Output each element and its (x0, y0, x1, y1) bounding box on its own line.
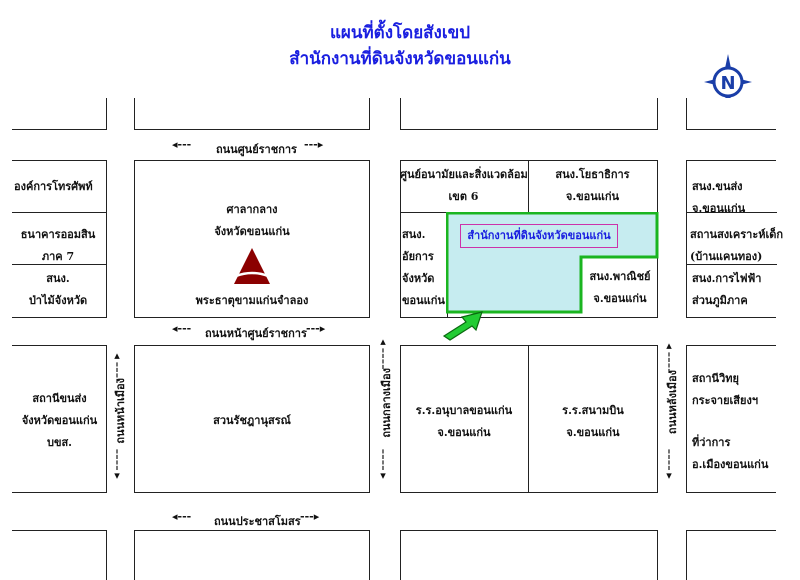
place-district-2: อ.เมืองขอนแก่น (692, 458, 769, 471)
place-district-1: ที่ว่าการ (692, 436, 731, 449)
land-office-label-box (460, 224, 618, 248)
block-left-bottom (12, 345, 107, 493)
place-city-hall-2: จังหวัดขอนแก่น (214, 225, 290, 238)
road-middle-label: ถนนหน้าศูนย์ราชการ (205, 327, 307, 340)
place-transport-2: จ.ขอนแก่น (692, 202, 746, 215)
place-electricity-1: สนง.การไฟฟ้า (692, 272, 762, 285)
block-top-left (12, 98, 107, 130)
place-bus-station-2: จังหวัดขอนแก่น (21, 414, 98, 427)
place-orphanage-2: (บ้านแคนทอง) (690, 250, 763, 263)
compass-letter: N (720, 73, 735, 94)
block-top-center-left (134, 98, 370, 130)
block-bottom-center-left (134, 530, 370, 580)
place-park: สวนรัชฎานุสรณ์ (213, 414, 291, 427)
road-bottom-label: ถนนประชาสโมสร (214, 515, 301, 528)
block-right-bottom (686, 345, 776, 493)
place-public-works-2: จ.ขอนแก่น (565, 190, 620, 203)
location-arrow-icon (442, 311, 483, 341)
road-arrow-left: ◂--- (172, 138, 192, 151)
place-public-works-1: สนง.โยธาธิการ (555, 168, 630, 181)
monument-icon (234, 248, 270, 284)
place-sanambin-2: จ.ขอนแก่น (566, 426, 620, 439)
road-top-label: ถนนศูนย์ราชการ (216, 143, 297, 156)
place-electricity-2: ส่วนภูมิภาค (692, 294, 748, 307)
place-orphanage-1: สถานสงเคราะห์เด็ก (690, 228, 784, 241)
block-schools (400, 345, 658, 493)
place-health-2: เขต 6 (448, 190, 479, 203)
road-arrow-left: ◂--- (172, 510, 192, 523)
road-arrow-right: ---▸ (300, 510, 320, 523)
place-telecom: องค์การโทรศัพท์ (14, 180, 93, 193)
place-commerce-1: สนง.พาณิชย์ (589, 270, 651, 283)
vroad-arrow-up: ▴¦¦ (380, 335, 386, 370)
place-forest-1: สนง. (46, 272, 70, 285)
place-gsb-2: ภาค 7 (41, 250, 75, 263)
place-kindergarten-2: จ.ขอนแก่น (437, 426, 491, 439)
vroad-arrow-up: ▴¦¦ (666, 339, 672, 374)
place-radio-1: สถานีวิทยุ (692, 372, 739, 385)
block-top-right (686, 98, 776, 130)
compass-icon: N (704, 54, 752, 110)
place-city-hall-1: ศาลากลาง (226, 203, 278, 216)
place-radio-2: กระจายเสียงฯ (692, 394, 759, 407)
block-bottom-center-right (400, 530, 658, 580)
place-gsb-1: ธนาคารออมสิน (20, 228, 96, 241)
road-right-vertical-label: ถนนหลังเมือง (666, 370, 679, 435)
place-forest-2: ป่าไม้จังหวัด (28, 294, 88, 307)
place-commerce-2: จ.ขอนแก่น (593, 292, 647, 305)
road-arrow-right: ---▸ (306, 322, 326, 335)
block-bottom-right (686, 530, 776, 580)
place-bus-station-1: สถานีขนส่ง (32, 392, 87, 405)
place-transport-1: สนง.ขนส่ง (692, 180, 743, 193)
place-bus-station-3: บขส. (46, 436, 73, 449)
place-sanambin-1: ร.ร.สนามบิน (562, 404, 624, 417)
road-left-vertical-label: ถนนหน้าเมือง (114, 378, 127, 444)
place-excise-1: สนง. (402, 228, 426, 241)
place-kindergarten-1: ร.ร.อนุบาลขอนแก่น (415, 404, 513, 417)
land-office-label: สำนักงานที่ดินจังหวัดขอนแก่น (467, 229, 611, 242)
block-park (134, 345, 370, 493)
map-title-line1: แผนที่ตั้งโดยสังเขป (329, 23, 471, 43)
block-left-middle (12, 160, 107, 318)
place-health-1: ศูนย์อนามัยและสิ่งแวดล้อม (400, 168, 528, 181)
place-monument: พระธาตุขามแก่นจำลอง (195, 294, 309, 307)
block-city-hall (134, 160, 370, 318)
place-excise-2: อัยการ (402, 250, 434, 263)
vroad-arrow-down: ¦¦▾ (114, 447, 120, 482)
road-center-vertical-label: ถนนกลางเมือง (380, 368, 393, 438)
place-excise-3: จังหวัด (402, 272, 435, 285)
block-right-middle (686, 160, 777, 318)
road-arrow-left: ◂--- (172, 322, 192, 335)
block-bottom-left (12, 530, 107, 580)
vroad-arrow-down: ¦¦▾ (666, 447, 672, 482)
map-title-line2: สำนักงานที่ดินจังหวัดขอนแก่น (289, 49, 511, 69)
place-excise-4: ขอนแก่น (402, 294, 445, 307)
vroad-arrow-up: ▴¦¦ (114, 349, 120, 384)
road-arrow-right: ---▸ (304, 138, 324, 151)
block-top-center-right (400, 98, 658, 130)
vroad-arrow-down: ¦¦▾ (380, 447, 386, 482)
